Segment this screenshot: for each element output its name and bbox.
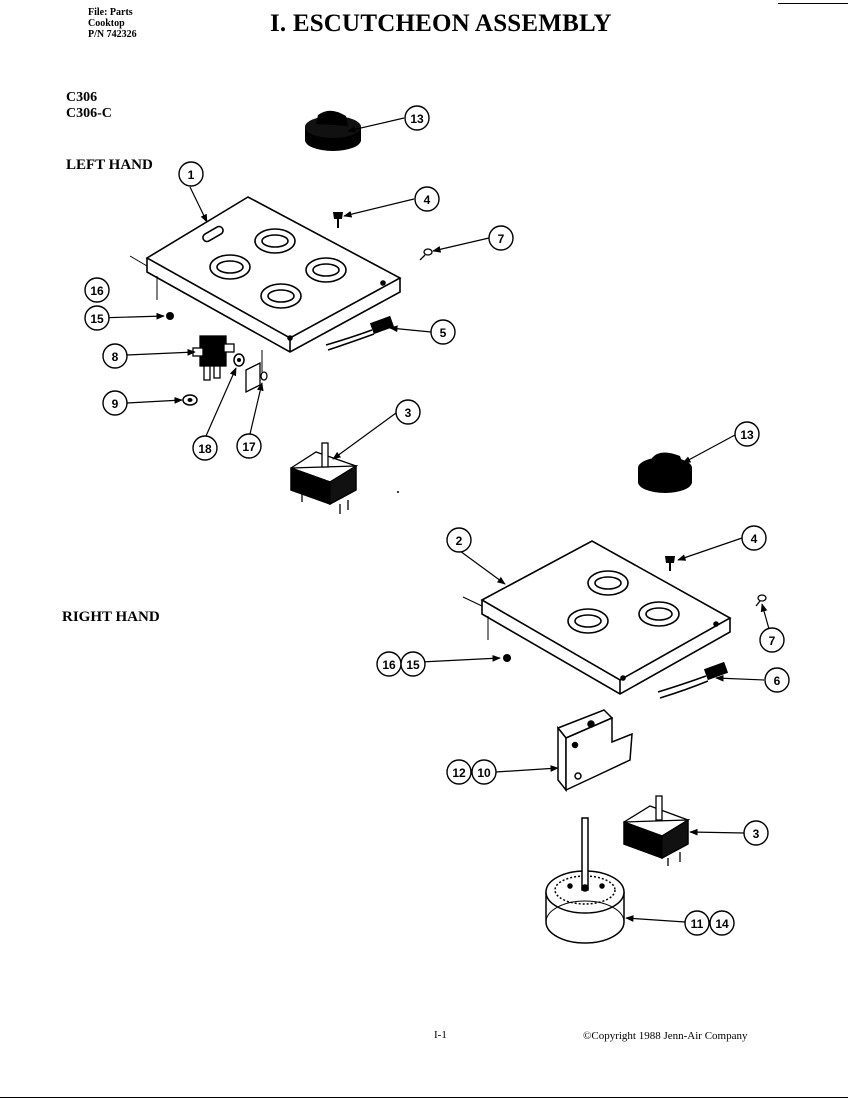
callout-17: 17 [242, 440, 256, 454]
control-knob-right [638, 452, 692, 493]
washer-left [182, 394, 198, 406]
callout-circle [684, 910, 710, 936]
infinite-switch-left [290, 442, 359, 514]
callout-12: 12 [452, 766, 466, 780]
callout-14: 14 [715, 917, 729, 931]
callout-circle [446, 527, 472, 553]
callout-circle [395, 399, 421, 425]
nut-part-18 [233, 353, 245, 367]
callout-circle [102, 343, 128, 369]
wire-harness-right [657, 661, 729, 699]
callout-circle [734, 421, 760, 447]
callout-1: 1 [188, 168, 195, 182]
bottom-rule [0, 1097, 848, 1098]
nut-left [166, 312, 174, 320]
screw-left [333, 212, 343, 228]
callout-16-right: 16 [382, 658, 396, 672]
leader-lines [96, 117, 770, 923]
section-label-right-hand: RIGHT HAND [62, 609, 160, 625]
callout-13-right: 13 [740, 428, 754, 442]
callout-3-left: 3 [405, 406, 412, 420]
file-info: File: Parts Cooktop P/N 742326 [88, 7, 137, 40]
speck [397, 491, 399, 493]
nut-right [503, 654, 511, 662]
infinite-switch-right [623, 795, 691, 866]
callout-4-right: 4 [751, 532, 758, 546]
mounting-bracket [556, 709, 633, 793]
timer-motor [545, 817, 625, 944]
callout-10: 10 [477, 766, 491, 780]
callout-circle [759, 627, 785, 653]
callout-7-left: 7 [498, 232, 505, 246]
model-number-1: C306 [66, 90, 98, 105]
callout-16-left: 16 [90, 284, 104, 298]
page-title: I. ESCUTCHEON ASSEMBLY [270, 10, 612, 37]
callout-circle [741, 525, 767, 551]
callout-5: 5 [440, 326, 447, 340]
callout-circle [764, 667, 790, 693]
top-rule [778, 3, 848, 4]
callout-4-left: 4 [424, 193, 431, 207]
small-screw-right [755, 594, 767, 607]
callout-circle [400, 651, 426, 677]
callout-6: 6 [774, 674, 781, 688]
callout-circle [84, 277, 110, 303]
copyright-notice: ©Copyright 1988 Jenn-Air Company [583, 1030, 748, 1042]
callout-circle [178, 161, 204, 187]
file-info-line1: File: Parts [88, 7, 133, 18]
callout-circle [192, 435, 218, 461]
switch-left [192, 335, 235, 381]
small-screw-left [419, 248, 433, 261]
callout-circle [404, 105, 430, 131]
callout-11: 11 [691, 917, 704, 931]
callout-2: 2 [456, 534, 463, 548]
callout-circle [743, 820, 769, 846]
file-info-line2: Cooktop [88, 18, 125, 29]
callout-circle [471, 759, 497, 785]
section-label-left-hand: LEFT HAND [66, 157, 153, 173]
callout-13-left: 13 [410, 112, 424, 126]
page-number: I-1 [434, 1029, 447, 1041]
callout-circle [102, 390, 128, 416]
callout-circle [84, 305, 110, 331]
file-info-line3: P/N 742326 [88, 29, 137, 40]
callout-8: 8 [112, 350, 119, 364]
callout-3-right: 3 [753, 827, 760, 841]
callout-circle [488, 225, 514, 251]
wire-harness-left [325, 315, 395, 351]
escutcheon-panel-right [462, 540, 732, 695]
bracket-part-17 [245, 361, 268, 394]
callout-7-right: 7 [769, 634, 776, 648]
callout-15-right: 15 [406, 658, 420, 672]
callout-circle [709, 910, 735, 936]
callout-circle [236, 433, 262, 459]
callout-15-left: 15 [90, 312, 104, 326]
model-number-2: C306-C [66, 106, 112, 121]
callout-9: 9 [112, 397, 119, 411]
callout-18: 18 [198, 442, 212, 456]
screw-right [665, 556, 675, 571]
callout-circle [414, 186, 440, 212]
callout-circle [446, 759, 472, 785]
callout-circle [430, 319, 456, 345]
control-knob-left [305, 110, 361, 151]
